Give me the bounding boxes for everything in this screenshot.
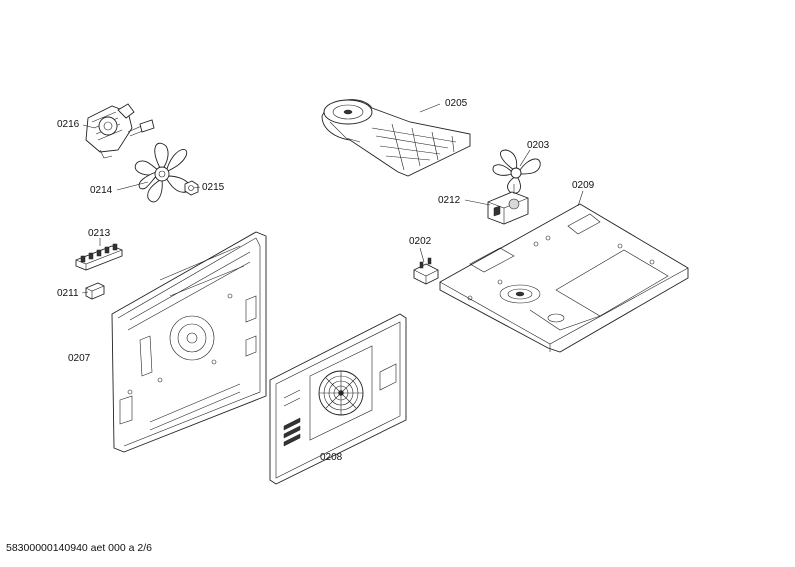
part-label-0213: 0213 [88, 228, 111, 239]
top-plate-icon [439, 203, 689, 353]
connector-icon [85, 282, 105, 300]
fan-cover-panel-icon [269, 313, 407, 485]
part-label-0208: 0208 [320, 452, 343, 463]
part-label-0216: 0216 [57, 119, 80, 130]
fan-blade-icon [134, 142, 191, 203]
nut-icon [184, 180, 199, 196]
part-label-0205: 0205 [445, 98, 468, 109]
cooling-duct-icon [321, 99, 471, 177]
thermostat-icon [413, 257, 439, 285]
leader-lines [81, 103, 584, 294]
part-label-0211: 0211 [57, 288, 79, 299]
part-label-0212: 0212 [438, 195, 461, 206]
terminal-block-icon [75, 243, 123, 271]
cooling-fan-motor-icon [487, 184, 529, 225]
part-label-0207: 0207 [68, 353, 91, 364]
part-label-0214: 0214 [90, 185, 113, 196]
part-label-0202: 0202 [409, 236, 432, 247]
part-label-0215: 0215 [202, 182, 225, 193]
part-label-0209: 0209 [572, 180, 595, 191]
part-label-0203: 0203 [527, 140, 550, 151]
rear-panel-icon [111, 231, 267, 453]
fan-motor-icon [85, 103, 155, 159]
document-footer-code: 58300000140940 aet 000 a 2/6 [6, 542, 152, 554]
cooling-fan-blade-icon [492, 149, 541, 194]
